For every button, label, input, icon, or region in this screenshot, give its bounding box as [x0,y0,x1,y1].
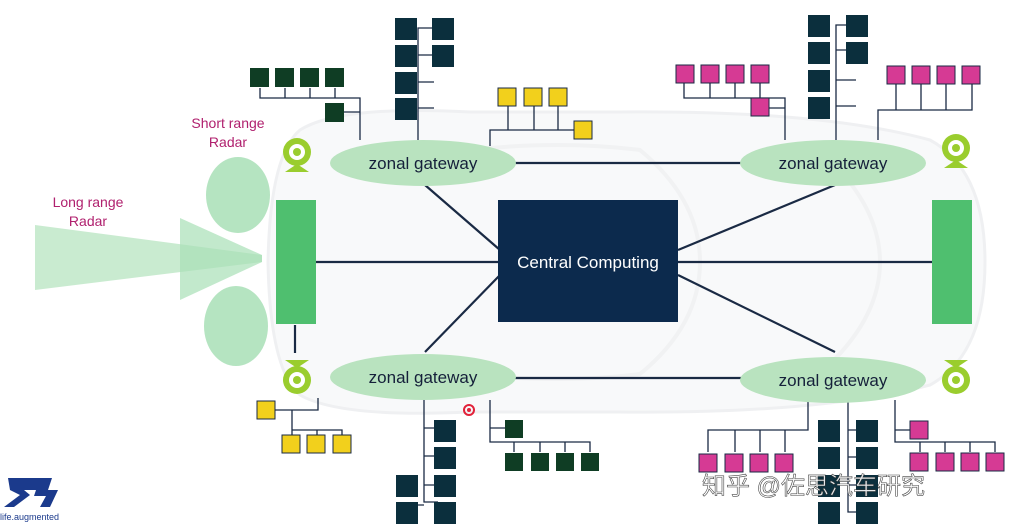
front-sensor-module[interactable] [276,200,316,324]
ecu-group-front-right-magenta-right [886,65,981,85]
ecu-group-rear-left-yellow [256,400,352,454]
ecu-group-front-center-yellow [497,87,593,140]
backbone-links [293,161,932,380]
zonal-gateway-rear-left-label: zonal gateway [369,368,478,387]
ecu-group-front-right-dark [808,15,868,119]
laser-pointer-dot [463,404,475,416]
zonal-gateway-front-left-label: zonal gateway [369,154,478,173]
ecu-group-rear-right-magenta-left [698,453,794,473]
central-computing-block[interactable] [498,200,678,322]
zonal-gateway-rear-left[interactable]: zonal gateway [330,354,516,400]
central-computing-label: Central Computing [517,253,659,272]
ecu-branch-links [259,24,996,513]
short-range-radar-lower [204,286,268,366]
long-range-radar-label-line1: Long range [53,194,124,210]
zonal-gateway-rear-right[interactable]: zonal gateway [740,357,926,403]
ecu-group-rear-center-green [505,420,599,471]
long-range-radar-beam-inner [180,218,262,300]
camera-icon-rear-right [942,360,970,394]
long-range-radar-beam [35,225,262,290]
zonal-gateway-front-right[interactable]: zonal gateway [740,140,926,186]
long-range-radar-label-line2: Radar [69,213,107,229]
zonal-gateway-rear-right-label: zonal gateway [779,371,888,390]
short-range-radar-upper [206,157,270,233]
zonal-gateway-front-left[interactable]: zonal gateway [330,140,516,186]
ecu-group-rear-right-dark [818,420,878,524]
ecu-group-front-left-green [250,68,344,122]
ecu-group-front-left-dark [395,18,454,120]
logo-tagline: life.augmented [0,512,59,522]
watermark-text: 知乎 @佐思汽车研究 [702,473,925,500]
zonal-gateway-front-right-label: zonal gateway [779,154,888,173]
camera-icon-rear-left [283,360,311,394]
short-range-radar-label-line1: Short range [191,115,264,131]
st-logo [4,478,58,507]
camera-icon-front-left [283,138,311,172]
ecu-group-rear-right-magenta-right [909,420,1005,472]
rear-sensor-module[interactable] [932,200,972,324]
ecu-group-front-right-magenta-left [675,64,770,117]
camera-icon-front-right [942,134,970,168]
ecu-group-rear-left-dark [396,420,456,524]
short-range-radar-label-line2: Radar [209,134,247,150]
